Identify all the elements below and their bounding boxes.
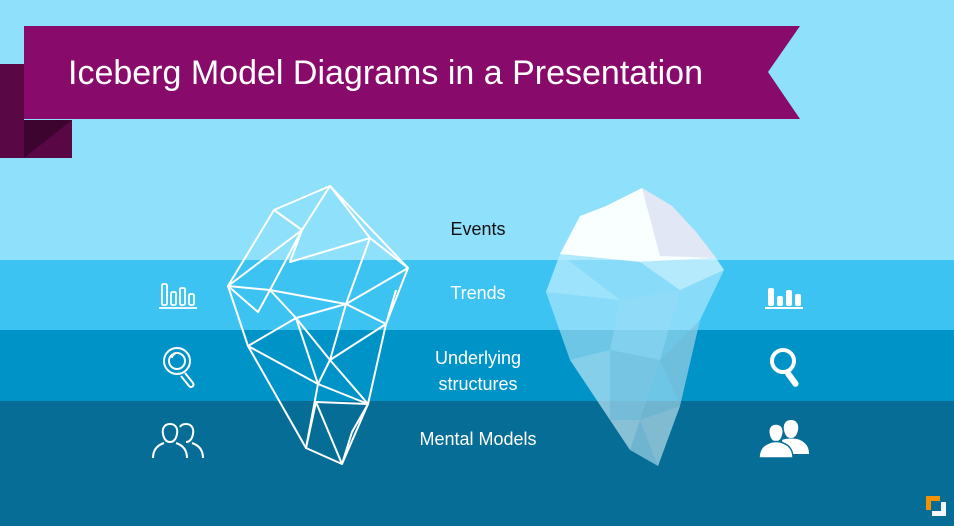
bar-chart-solid-icon — [765, 288, 803, 309]
iceberg-outline-illustration — [227, 185, 409, 465]
mental-models-band — [0, 401, 954, 526]
brand-logo — [926, 496, 946, 516]
iceberg-solid-illustration — [546, 188, 724, 466]
level-label-underlying-structures: Underlying structures — [434, 348, 522, 394]
level-label-trends: Trends — [450, 283, 506, 303]
magnifier-solid-icon — [770, 348, 799, 387]
level-label-events: Events — [450, 219, 506, 239]
magnifier-outline-icon — [163, 347, 195, 388]
banner-fold — [0, 64, 72, 158]
users-solid-icon — [758, 420, 809, 459]
slide-title: Iceberg Model Diagrams in a Presentation — [68, 54, 703, 92]
trends-band — [0, 260, 954, 330]
level-label-mental-models: Mental Models — [419, 429, 537, 449]
users-outline-icon — [152, 423, 204, 459]
title-banner — [24, 26, 800, 119]
bar-chart-outline-icon — [159, 283, 197, 309]
